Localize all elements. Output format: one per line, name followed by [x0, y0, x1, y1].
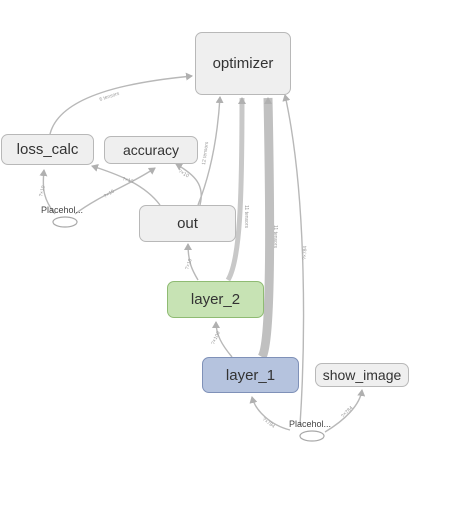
edge-label-ph-to-accuracy: ?×10 [103, 189, 116, 200]
placeholder-bottom-ellipse[interactable] [299, 430, 325, 442]
edge-label-out-to-optimizer: 12 tensors [201, 141, 210, 165]
node-layer-2[interactable]: layer_2 [167, 281, 264, 318]
edge-label-layer1-to-optimizer: 11 tensors [272, 225, 278, 248]
edge-label-out-to-accuracy: ?×10 [177, 169, 190, 180]
node-optimizer-label: optimizer [212, 55, 274, 72]
node-optimizer[interactable]: optimizer [195, 32, 291, 95]
edge-ph-to-layer1 [249, 396, 291, 431]
edge-label-placeholder-to-optimizer: ?×784 [302, 246, 308, 260]
node-accuracy-label: accuracy [122, 142, 180, 158]
edge-ph-to-loss [39, 169, 56, 215]
node-show-image-label: show_image [322, 367, 402, 383]
edge-layer2-to-optimizer [225, 97, 246, 282]
edge-label-layer2-to-optimizer: 11 tensors [243, 205, 249, 228]
node-loss-calc[interactable]: loss_calc [1, 134, 94, 165]
edge-label-ph-to-layer1: ?×784 [261, 417, 276, 430]
edge-label-ph-to-show-image: ?×784 [340, 405, 354, 419]
edge-loss-to-optimizer [49, 72, 193, 135]
placeholder-top-ellipse[interactable] [52, 216, 78, 228]
node-out-label: out [177, 215, 198, 232]
edge-ph-to-accuracy [74, 167, 156, 215]
node-accuracy[interactable]: accuracy [104, 136, 198, 164]
edge-label-out-to-loss: ?×10 [121, 176, 134, 185]
edge-label-layer1-to-layer2: ?×100 [210, 330, 221, 345]
node-show-image[interactable]: show_image [315, 363, 409, 387]
edge-placeholder-to-optimizer [282, 94, 305, 426]
placeholder-bottom-label: Placehol... [289, 419, 332, 429]
placeholder-top-label: Placehol... [41, 205, 84, 215]
node-layer-1[interactable]: layer_1 [202, 357, 299, 393]
node-out[interactable]: out [139, 205, 236, 242]
node-layer-2-label: layer_2 [190, 291, 241, 308]
edge-layer2-to-out [184, 243, 199, 281]
edge-layer1-to-optimizer [257, 97, 275, 360]
node-layer-1-label: layer_1 [225, 366, 276, 384]
edge-ph-to-show-image [324, 389, 366, 433]
edge-out-to-optimizer [197, 96, 224, 206]
edge-label-layer2-to-out: ?×10 [184, 258, 194, 271]
edge-out-to-accuracy [175, 163, 202, 206]
edge-label-ph-to-loss: ?×10 [38, 185, 47, 198]
edge-layer1-to-layer2 [212, 321, 233, 358]
node-loss-calc-label: loss_calc [16, 141, 79, 158]
